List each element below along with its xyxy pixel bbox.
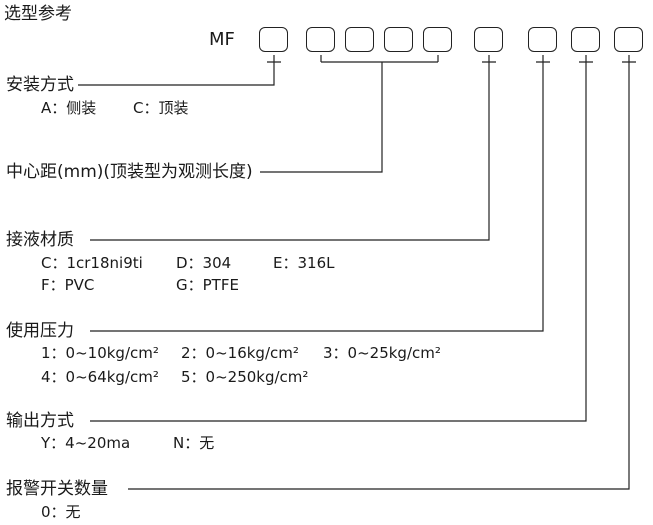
code-box-pressure <box>528 27 557 52</box>
option-c-top: C：顶装 <box>133 99 189 117</box>
option-pressure-5: 5：0~250kg/cm² <box>181 368 309 386</box>
code-box-distance-3 <box>384 27 413 52</box>
leader-material <box>90 55 496 241</box>
leader-distance <box>260 55 439 173</box>
label-output: 输出方式 <box>6 411 74 431</box>
leader-mount <box>78 55 281 86</box>
option-pressure-1: 1：0~10kg/cm² <box>41 344 159 362</box>
leader-output <box>90 55 593 422</box>
option-alarm-0: 0：无 <box>41 503 81 521</box>
leader-pressure <box>90 55 550 332</box>
option-a-side: A：侧装 <box>41 99 97 117</box>
option-pressure-3: 3：0~25kg/cm² <box>323 344 441 362</box>
page-title: 选型参考 <box>4 4 72 24</box>
option-pressure-4: 4：0~64kg/cm² <box>41 368 159 386</box>
model-prefix: MF <box>209 29 235 50</box>
option-pressure-2: 2：0~16kg/cm² <box>181 344 299 362</box>
label-mount: 安装方式 <box>6 75 74 95</box>
label-alarm-count: 报警开关数量 <box>6 479 108 499</box>
code-box-distance-4 <box>423 27 452 52</box>
option-material-c: C：1cr18ni9ti <box>41 254 143 272</box>
code-box-alarm <box>614 27 643 52</box>
label-pressure: 使用压力 <box>6 321 74 341</box>
leader-alarm <box>128 55 636 490</box>
code-box-output <box>571 27 600 52</box>
label-center-distance: 中心距(mm)(顶装型为观测长度) <box>6 162 253 182</box>
option-material-d: D：304 <box>176 254 232 272</box>
option-material-g: G：PTFE <box>176 276 239 294</box>
option-material-f: F：PVC <box>41 276 95 294</box>
option-material-e: E：316L <box>273 254 335 272</box>
code-box-mount <box>259 27 288 52</box>
code-box-distance-2 <box>345 27 374 52</box>
code-box-material <box>474 27 503 52</box>
option-output-n: N：无 <box>173 434 215 452</box>
code-box-distance-1 <box>306 27 335 52</box>
option-output-y: Y：4~20ma <box>41 434 131 452</box>
label-material: 接液材质 <box>6 230 74 250</box>
